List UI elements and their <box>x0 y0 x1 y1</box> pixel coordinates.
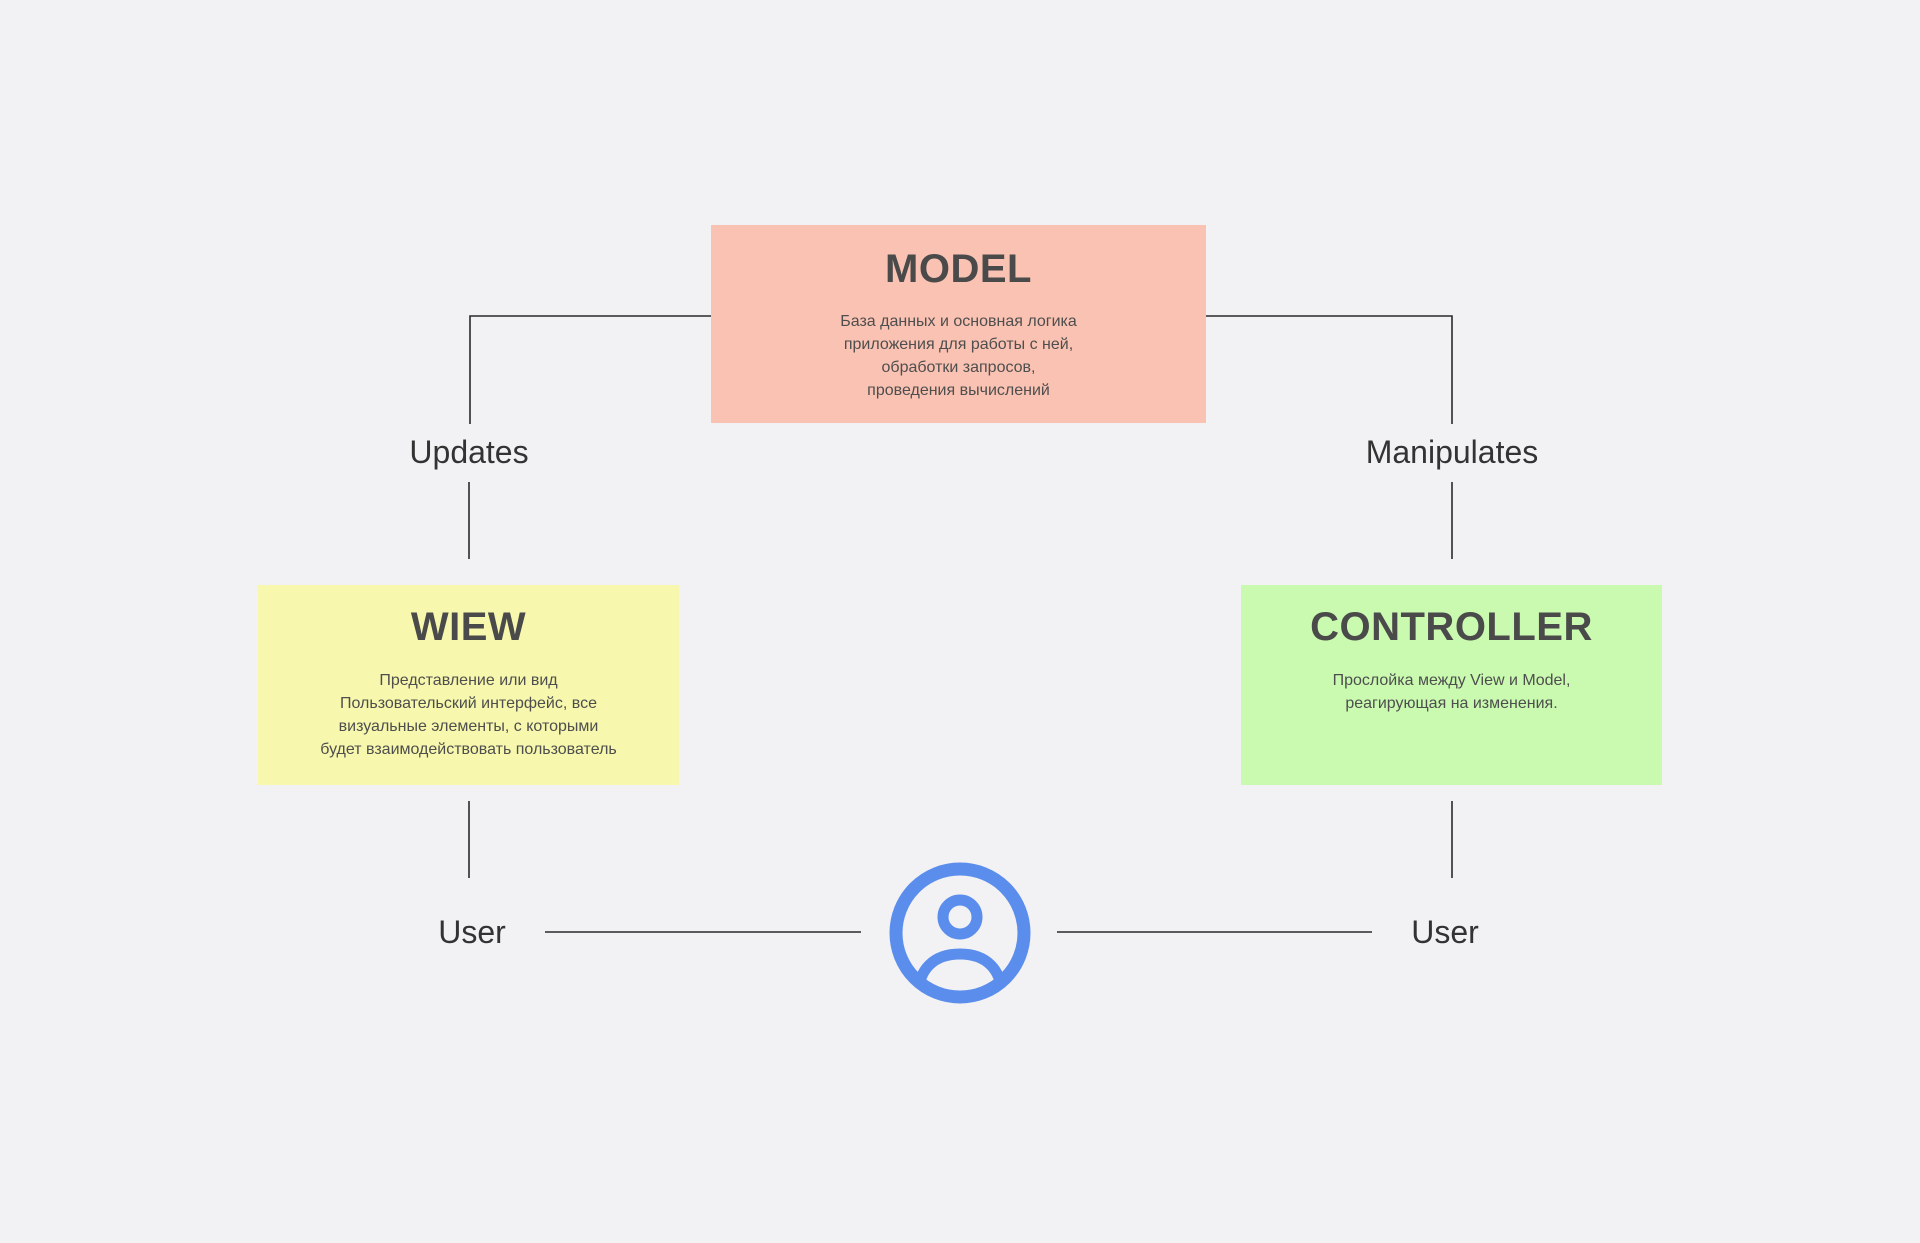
model-description-line: проведения вычислений <box>867 382 1050 399</box>
model-description-line: База данных и основная логика <box>840 313 1077 330</box>
updates-label: Updates <box>409 434 529 470</box>
view-description-line: визуальные элементы, с которыми <box>338 718 599 735</box>
view-description-line: Пользовательский интерфейс, все <box>340 695 597 712</box>
controller-description-line: Прослойка между View и Model, <box>1332 672 1571 689</box>
view-description-line: Представление или вид <box>379 672 558 689</box>
user-label-left: User <box>438 914 506 950</box>
view-description-line: будет взаимодействовать пользователь <box>320 741 617 758</box>
connector-model-updates <box>469 315 713 424</box>
view-box: WIEW Представление или вид Пользовательс… <box>258 585 679 785</box>
user-circle-icon <box>889 862 1031 1004</box>
controller-description: Прослойка между View и Model, реагирующа… <box>1241 669 1662 715</box>
model-title: MODEL <box>885 247 1032 291</box>
controller-box: CONTROLLER Прослойка между View и Model,… <box>1241 585 1662 785</box>
model-description-line: приложения для работы с ней, <box>843 336 1074 353</box>
user-label-right: User <box>1411 914 1479 950</box>
connector-model-manipulates <box>1206 315 1453 424</box>
controller-title: CONTROLLER <box>1310 605 1593 649</box>
model-description-line: обработки запросов, <box>881 359 1036 376</box>
manipulates-label: Manipulates <box>1365 434 1539 470</box>
view-title: WIEW <box>410 605 527 649</box>
model-description: База данных и основная логика приложения… <box>711 310 1206 402</box>
model-box: MODEL База данных и основная логика прил… <box>711 225 1206 423</box>
controller-description-line: реагирующая на изменения. <box>1345 695 1558 712</box>
view-description: Представление или вид Пользовательский и… <box>258 669 679 761</box>
